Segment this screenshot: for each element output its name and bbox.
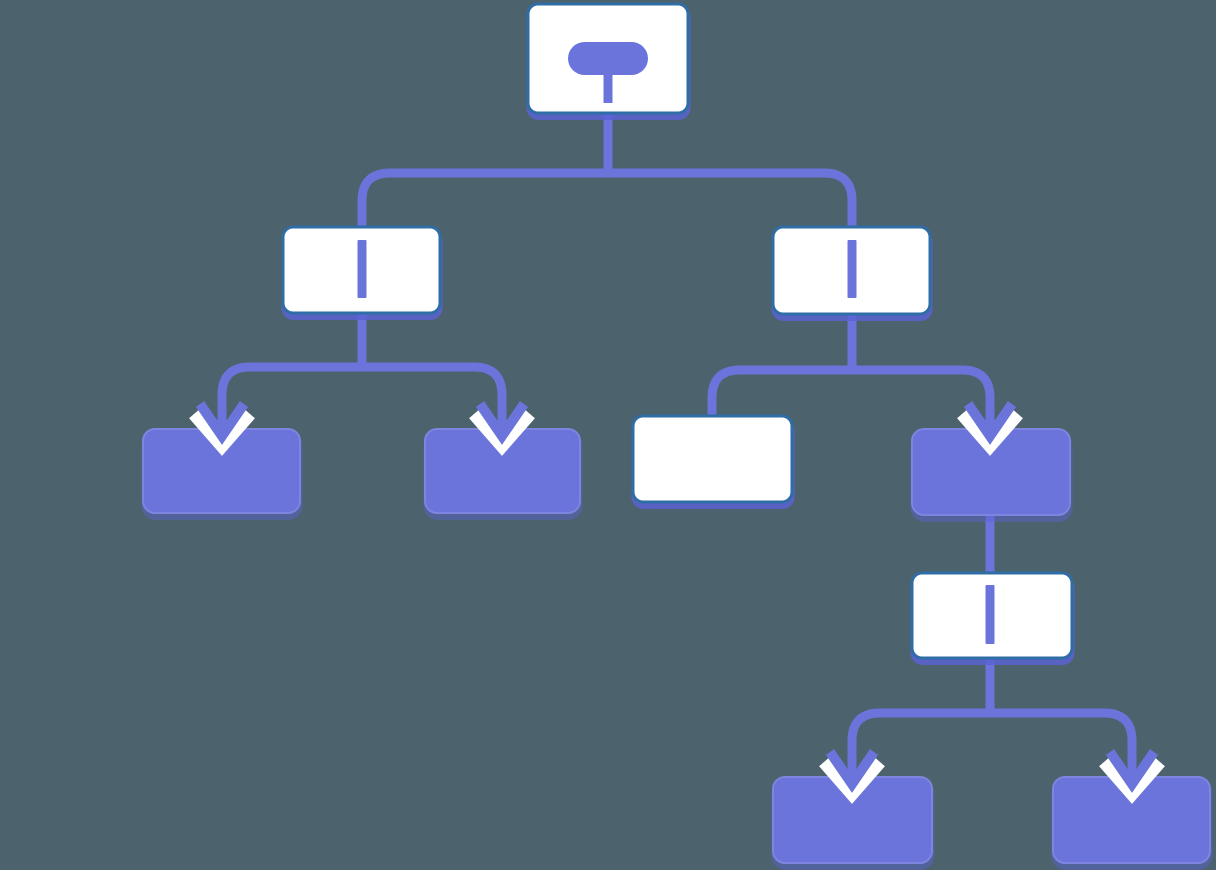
decoration-layer bbox=[357, 42, 995, 644]
double-chevron-down-icon bbox=[1099, 749, 1165, 804]
edge-branch-left-split bbox=[217, 362, 507, 438]
double-chevron-down-icon bbox=[819, 749, 885, 804]
edge-layer bbox=[217, 111, 1137, 786]
marker-layer bbox=[189, 401, 1165, 804]
mid-node-bar-icon bbox=[985, 585, 995, 644]
double-chevron-down-icon bbox=[469, 401, 535, 456]
edge-bottom-split bbox=[847, 708, 1137, 786]
root-pill-icon bbox=[568, 42, 648, 75]
branch-right-bar-icon bbox=[847, 240, 857, 298]
double-chevron-down-icon bbox=[189, 401, 255, 456]
node-leaf-3[interactable] bbox=[631, 414, 794, 504]
edge-branch-right-split bbox=[707, 365, 995, 438]
branch-left-bar-icon bbox=[357, 240, 367, 298]
double-chevron-down-icon bbox=[957, 401, 1023, 456]
root-pill-stem bbox=[603, 73, 613, 103]
edge-root-split bbox=[357, 168, 857, 228]
node-layer bbox=[141, 2, 1213, 870]
